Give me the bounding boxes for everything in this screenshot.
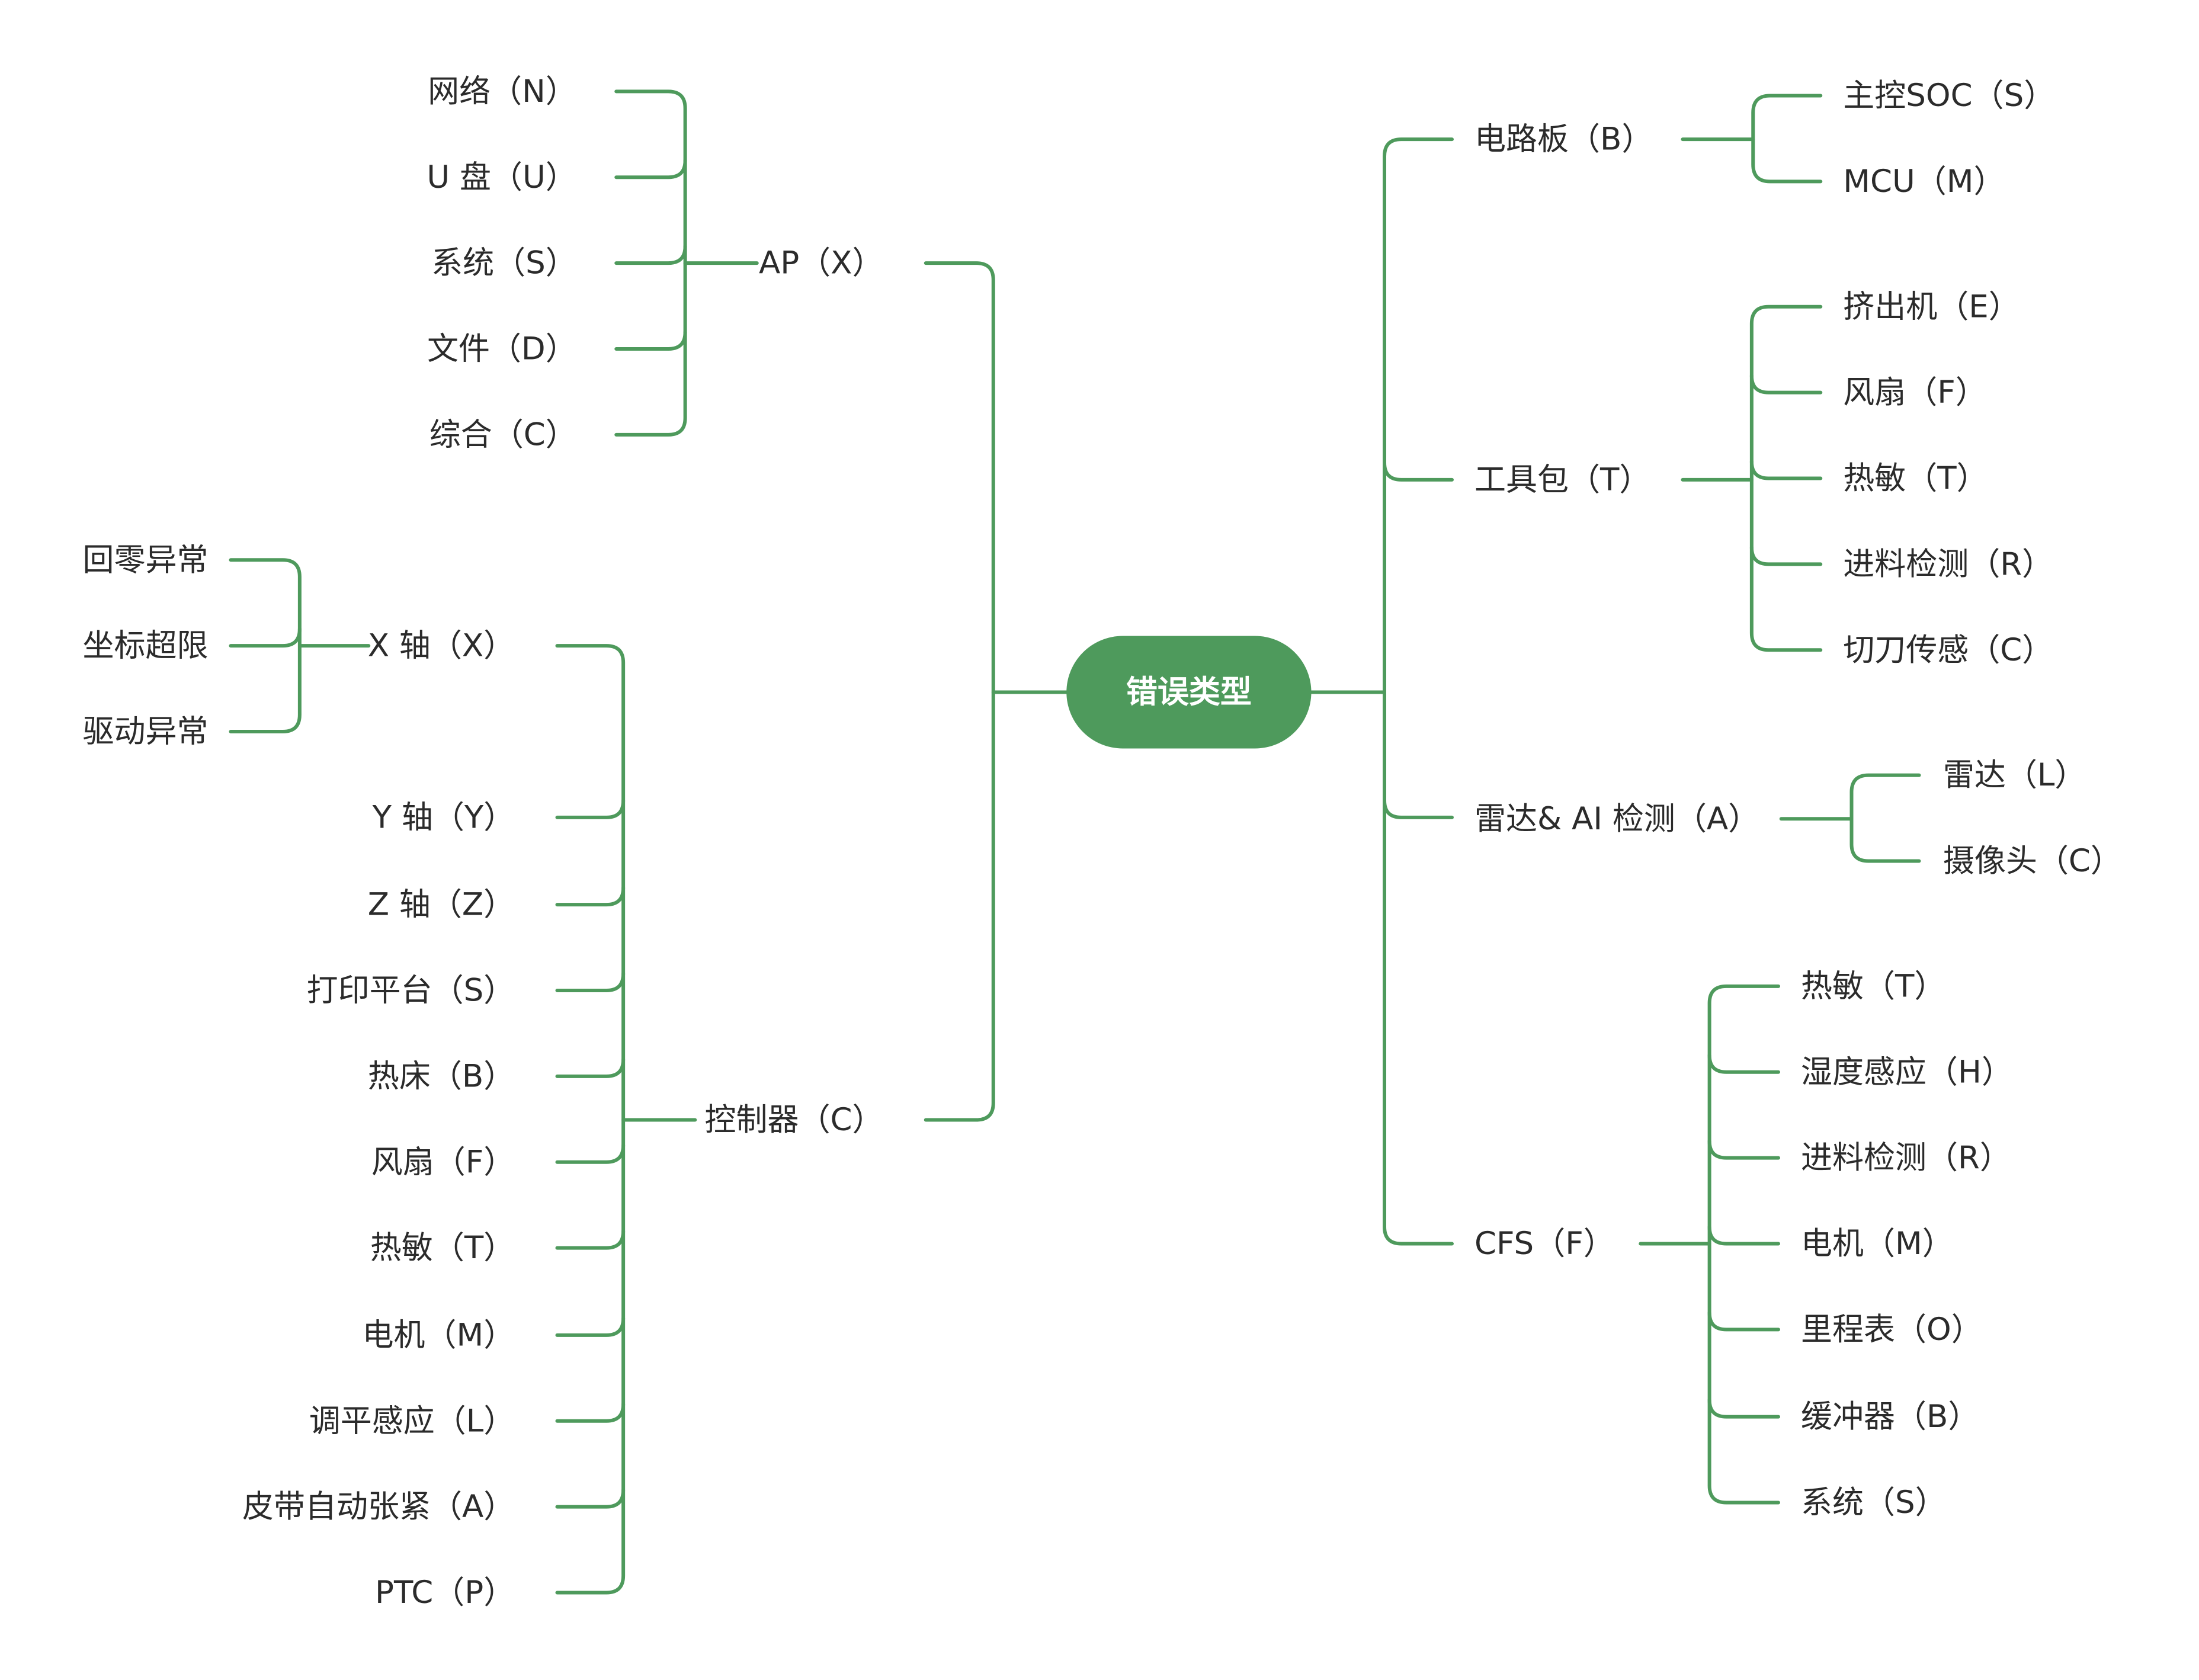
root-label: 错误类型 bbox=[1126, 674, 1252, 710]
toolhead-child-3[interactable]: 进料检测（R） bbox=[1843, 546, 2053, 582]
branch-cfs[interactable]: CFS（F） bbox=[1474, 1226, 1615, 1262]
controller-branch-9 bbox=[555, 1488, 626, 1509]
root-left-spine bbox=[924, 261, 995, 1122]
controller-branch-5 bbox=[555, 1143, 626, 1164]
controller-x-axis[interactable]: X 轴（X） bbox=[368, 628, 515, 664]
ap-branch-3 bbox=[614, 330, 687, 351]
mind-map-nodes: 错误类型 AP（X） 控制器（C） 电路板（B） 工具包（T） 雷达& AI 检测（A） C… bbox=[83, 73, 2122, 1611]
cfs-child-2[interactable]: 进料检测（R） bbox=[1801, 1140, 2011, 1176]
x-axis-child-1[interactable]: 坐标超限 bbox=[83, 628, 209, 664]
controller-child-3[interactable]: 热床（B） bbox=[368, 1058, 515, 1094]
cfs-child-6[interactable]: 系统（S） bbox=[1801, 1485, 1947, 1521]
toolhead-child-2[interactable]: 热敏（T） bbox=[1843, 460, 1988, 496]
toolhead-branch-3 bbox=[1749, 545, 1823, 566]
controller-branch-1 bbox=[555, 799, 626, 819]
root-right-spine bbox=[1383, 137, 1454, 1246]
controller-branch-8 bbox=[555, 1402, 626, 1423]
ap-branch-2 bbox=[614, 244, 687, 265]
ap-spine bbox=[614, 89, 687, 437]
cfs-branch-4 bbox=[1707, 1310, 1780, 1332]
toolhead-branch-1 bbox=[1749, 374, 1823, 395]
cfs-child-1[interactable]: 湿度感应（H） bbox=[1801, 1054, 2013, 1090]
branch-ap[interactable]: AP（X） bbox=[759, 245, 884, 281]
cfs-spine bbox=[1707, 984, 1780, 1505]
controller-branch-7 bbox=[555, 1316, 626, 1337]
ap-child-3[interactable]: 文件（D） bbox=[427, 331, 577, 367]
radar-ai-child-1[interactable]: 摄像头（C） bbox=[1943, 843, 2122, 879]
circuit-board-spine bbox=[1751, 94, 1823, 184]
root-right-branch-1 bbox=[1383, 799, 1454, 819]
controller-child-4[interactable]: 风扇（F） bbox=[371, 1144, 515, 1180]
x-axis-child-0[interactable]: 回零异常 bbox=[83, 542, 209, 578]
controller-child-0[interactable]: Y 轴（Y） bbox=[372, 799, 515, 835]
circuit-board-child-0[interactable]: 主控SOC（S） bbox=[1843, 78, 2055, 114]
radar-ai-spine bbox=[1849, 773, 1921, 863]
cfs-child-0[interactable]: 热敏（T） bbox=[1801, 968, 1945, 1004]
controller-child-2[interactable]: 打印平台（S） bbox=[307, 973, 515, 1009]
x-axis-spine bbox=[229, 558, 302, 733]
root-right-branch-0 bbox=[1383, 461, 1454, 482]
radar-ai-child-0[interactable]: 雷达（L） bbox=[1943, 757, 2086, 793]
controller-branch-4 bbox=[555, 1057, 626, 1078]
cfs-branch-2 bbox=[1707, 1139, 1780, 1160]
controller-child-1[interactable]: Z 轴（Z） bbox=[368, 887, 515, 923]
ap-child-2[interactable]: 系统（S） bbox=[431, 245, 577, 281]
toolhead-spine bbox=[1749, 304, 1823, 652]
branch-toolhead[interactable]: 工具包（T） bbox=[1474, 461, 1650, 498]
controller-branch-3 bbox=[555, 972, 626, 992]
cfs-branch-3 bbox=[1707, 1225, 1780, 1246]
controller-child-5[interactable]: 热敏（T） bbox=[370, 1230, 515, 1266]
root-node[interactable] bbox=[1066, 636, 1312, 749]
toolhead-child-0[interactable]: 挤出机（E） bbox=[1843, 288, 2020, 325]
controller-child-8[interactable]: 皮带自动张紧（A） bbox=[242, 1489, 515, 1525]
connector-lines bbox=[229, 89, 1921, 1595]
controller-child-7[interactable]: 调平感应（L） bbox=[309, 1403, 515, 1439]
controller-branch-2 bbox=[555, 886, 626, 907]
cfs-child-5[interactable]: 缓冲器（B） bbox=[1801, 1399, 1979, 1435]
toolhead-branch-2 bbox=[1749, 460, 1823, 480]
circuit-board-child-1[interactable]: MCU（M） bbox=[1843, 163, 2005, 200]
ap-child-4[interactable]: 综合（C） bbox=[429, 416, 577, 453]
controller-branch-6 bbox=[555, 1229, 626, 1250]
branch-radar-ai[interactable]: 雷达& AI 检测（A） bbox=[1474, 801, 1759, 837]
controller-child-6[interactable]: 电机（M） bbox=[363, 1317, 515, 1353]
ap-branch-1 bbox=[614, 158, 687, 179]
cfs-child-4[interactable]: 里程表（O） bbox=[1801, 1312, 1983, 1348]
branch-circuit-board[interactable]: 电路板（B） bbox=[1474, 121, 1653, 158]
x-axis-branch-1 bbox=[229, 627, 302, 648]
cfs-child-3[interactable]: 电机（M） bbox=[1801, 1226, 1954, 1262]
ap-child-0[interactable]: 网络（N） bbox=[428, 73, 577, 110]
cfs-branch-5 bbox=[1707, 1398, 1780, 1419]
branch-controller[interactable]: 控制器（C） bbox=[704, 1102, 883, 1138]
cfs-branch-1 bbox=[1707, 1053, 1780, 1074]
toolhead-child-4[interactable]: 切刀传感（C） bbox=[1843, 632, 2053, 668]
x-axis-child-2[interactable]: 驱动异常 bbox=[83, 714, 209, 750]
controller-child-9[interactable]: PTC（P） bbox=[375, 1575, 515, 1611]
ap-child-1[interactable]: U 盘（U） bbox=[427, 159, 576, 195]
controller-spine bbox=[555, 644, 626, 1595]
toolhead-child-1[interactable]: 风扇（F） bbox=[1843, 374, 1987, 411]
